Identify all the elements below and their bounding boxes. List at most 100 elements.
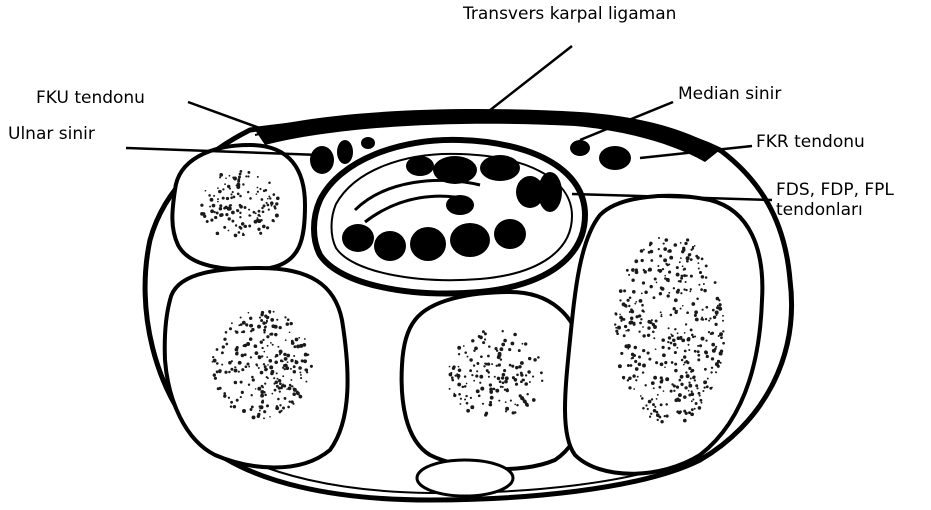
stipple-dot (642, 371, 644, 373)
stipple-dot (476, 370, 478, 372)
stipple-dot (270, 318, 274, 322)
stipple-dot (624, 304, 627, 307)
stipple-dot (681, 250, 684, 253)
stipple-dot (473, 380, 475, 382)
stipple-dot (707, 378, 709, 380)
stipple-dot (638, 356, 641, 359)
stipple-dot (652, 323, 655, 326)
stipple-dot (674, 363, 677, 366)
stipple-dot (275, 202, 278, 205)
stipple-dot (720, 349, 723, 352)
stipple-dot (514, 378, 518, 382)
stipple-dot (262, 399, 264, 401)
stipple-dot (502, 373, 506, 377)
stipple-dot (680, 242, 682, 244)
stipple-dot (499, 380, 502, 383)
stipple-dot (680, 383, 683, 386)
stipple-dot (267, 198, 269, 200)
stipple-dot (669, 256, 673, 260)
stipple-dot (528, 357, 531, 360)
stipple-dot (690, 249, 692, 251)
stipple-dot (671, 383, 673, 385)
stipple-dot (265, 189, 268, 192)
stipple-dot (651, 398, 653, 400)
stipple-dot (241, 368, 244, 371)
stipple-dot (647, 326, 650, 329)
stipple-dot (628, 386, 631, 389)
stipple-dot (683, 268, 686, 271)
stipple-dot (686, 275, 688, 277)
stipple-dot (655, 361, 658, 364)
stipple-dot (267, 316, 269, 318)
stipple-dot (647, 351, 650, 354)
stipple-dot (642, 364, 646, 368)
bone-upper-left (172, 145, 305, 269)
stipple-dot (634, 360, 637, 363)
stipple-dot (722, 320, 724, 322)
stipple-dot (668, 347, 671, 350)
stipple-dot (643, 249, 645, 251)
stipple-dot (219, 173, 223, 177)
stipple-dot (240, 396, 242, 398)
stipple-dot (283, 353, 286, 356)
stipple-dot (458, 393, 461, 396)
stipple-dot (246, 362, 249, 365)
stipple-dot (710, 371, 712, 373)
stipple-dot (663, 243, 665, 245)
stipple-dot (274, 361, 278, 365)
stipple-dot (234, 381, 238, 385)
stipple-dot (277, 378, 279, 380)
stipple-dot (234, 369, 238, 373)
stipple-dot (709, 317, 711, 319)
stipple-dot (257, 415, 260, 418)
stipple-dot (244, 206, 247, 209)
stipple-dot (261, 311, 264, 314)
stipple-dot (649, 285, 652, 288)
stipple-dot (249, 324, 252, 327)
stipple-dot (681, 339, 685, 343)
stipple-dot (698, 267, 700, 269)
stipple-dot (499, 347, 503, 351)
stipple-dot (478, 335, 481, 338)
stipple-dot (655, 348, 657, 350)
stipple-dot (263, 351, 265, 353)
label-fku-tendon: FKU tendonu (36, 88, 145, 108)
stipple-dot (293, 355, 295, 357)
stipple-dot (246, 342, 250, 346)
stipple-dot (619, 299, 621, 301)
stipple-dot (223, 392, 226, 395)
stipple-dot (676, 347, 678, 349)
stipple-dot (629, 296, 632, 299)
stipple-dot (306, 371, 308, 373)
stipple-dot (657, 394, 659, 396)
stipple-dot (284, 397, 287, 400)
stipple-dot (243, 226, 245, 228)
stipple-dot (487, 355, 490, 358)
stipple-dot (480, 355, 483, 358)
stipple-dot (238, 176, 241, 179)
stipple-dot (469, 358, 472, 361)
stipple-dot (694, 379, 696, 381)
stipple-dot (641, 259, 644, 262)
stipple-dot (225, 177, 227, 179)
stipple-dot (287, 361, 289, 363)
stipple-dot (675, 310, 677, 312)
stipple-dot (690, 392, 694, 396)
stipple-dot (466, 383, 468, 385)
stipple-dot (248, 209, 250, 211)
stipple-dot (277, 398, 280, 401)
stipple-dot (622, 318, 625, 321)
stipple-dot (464, 351, 467, 354)
bone-bottom-small (417, 460, 513, 496)
stipple-dot (685, 371, 687, 373)
stipple-dot (642, 334, 645, 337)
stipple-dot (666, 278, 670, 282)
stipple-dot (247, 191, 249, 193)
stipple-dot (298, 337, 300, 339)
stipple-dot (633, 354, 636, 357)
stipple-dot (483, 365, 485, 367)
stipple-dot (642, 281, 645, 284)
stipple-dot (664, 415, 666, 417)
stipple-dot (457, 378, 459, 380)
stipple-dot (658, 237, 660, 239)
